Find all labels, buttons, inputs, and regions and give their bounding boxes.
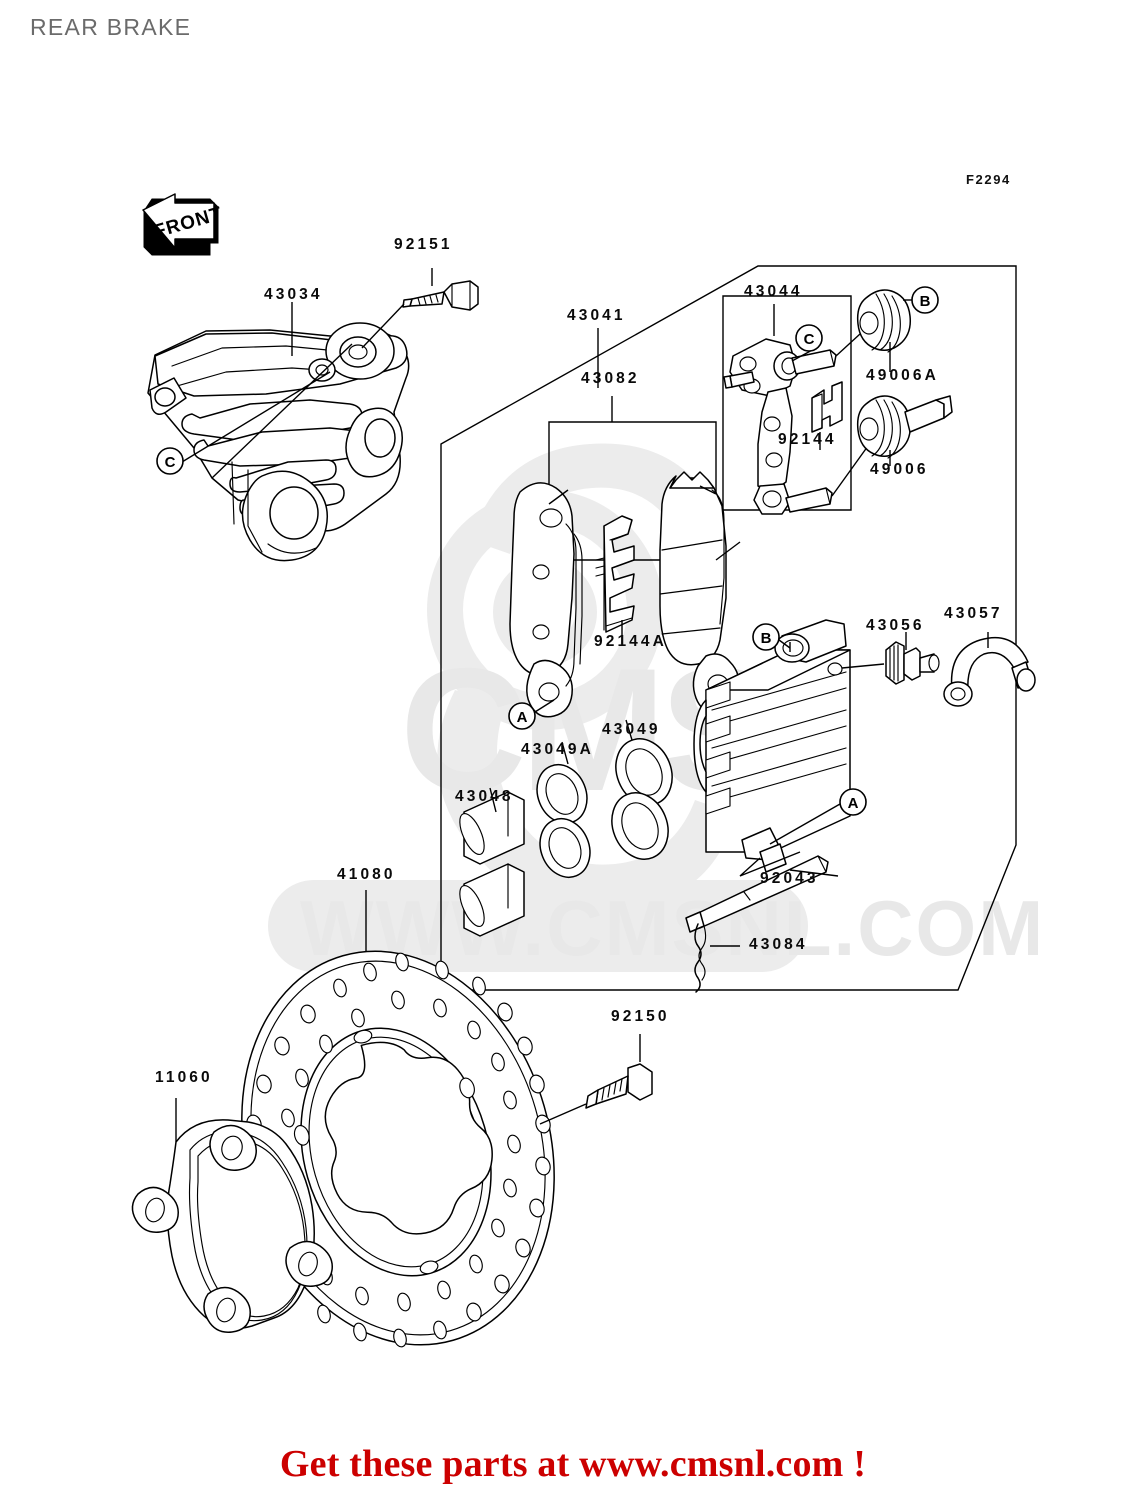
front-arrow-icon: FRONT: [142, 193, 225, 256]
label-92144A: 92144A: [594, 633, 667, 650]
group-box-43044: [722, 295, 852, 511]
part-43049A-seals: [536, 741, 591, 878]
part-92144-spring-holder: [811, 381, 843, 450]
marker-a-caliper: A: [839, 788, 867, 816]
marker-c-caliper-holder: C: [795, 324, 823, 352]
label-43041: 43041: [567, 307, 626, 324]
label-92144: 92144: [778, 431, 837, 448]
label-43049: 43049: [602, 721, 661, 738]
label-43048: 43048: [455, 788, 514, 805]
part-43034-torque-link-bracket: [147, 302, 410, 562]
svg-text:B: B: [920, 293, 931, 310]
sheet-code: F2294: [966, 172, 1011, 187]
part-43041-caliper-body: [693, 619, 885, 877]
label-49006A: 49006A: [866, 367, 939, 384]
marker-a-pad: A: [508, 699, 555, 730]
label-43049A: 43049A: [521, 741, 594, 758]
page-title: REAR BRAKE: [30, 14, 192, 40]
watermark-url: WWW.CMSNL.COM: [300, 884, 1045, 972]
svg-text:A: A: [517, 709, 528, 726]
label-49006: 49006: [870, 461, 929, 478]
label-92151: 92151: [394, 236, 453, 253]
svg-text:C: C: [165, 454, 176, 471]
label-41080: 41080: [337, 866, 396, 883]
part-43056-bleed-valve: [885, 632, 940, 685]
part-49006A-boot: [856, 289, 916, 372]
label-43057: 43057: [944, 605, 1003, 622]
part-92043-pin: [685, 855, 839, 933]
label-92043: 92043: [760, 870, 819, 887]
part-43049-seals: [611, 719, 673, 860]
marker-b-boot: B: [911, 286, 939, 314]
part-11060-gasket: [131, 1098, 333, 1333]
part-43084-cotter-pin: [694, 923, 740, 993]
svg-text:C: C: [804, 331, 815, 348]
label-43034: 43034: [264, 286, 323, 303]
label-43084: 43084: [749, 936, 808, 953]
marker-b-caliper: B: [752, 623, 791, 651]
label-43082: 43082: [581, 370, 640, 387]
svg-text:B: B: [761, 630, 772, 647]
promo-banner: Get these parts at www.cmsnl.com !: [279, 1443, 867, 1485]
label-11060: 11060: [155, 1069, 213, 1086]
label-92150: 92150: [611, 1008, 670, 1025]
label-43056: 43056: [866, 617, 925, 634]
part-92144A-pad-spring: [595, 515, 635, 646]
part-43048-pistons: [459, 787, 525, 937]
part-92150-bolt: [539, 1034, 653, 1125]
part-43057-hose-fitting: [943, 632, 1036, 707]
marker-c-bracket: C: [156, 447, 184, 475]
svg-text:A: A: [848, 795, 859, 812]
part-49006-boot: [856, 395, 953, 466]
part-43082-brake-pads: [509, 471, 741, 718]
label-43044: 43044: [744, 283, 803, 300]
part-92151-bolt: [361, 268, 479, 349]
part-41080-brake-disc: [241, 890, 555, 1348]
